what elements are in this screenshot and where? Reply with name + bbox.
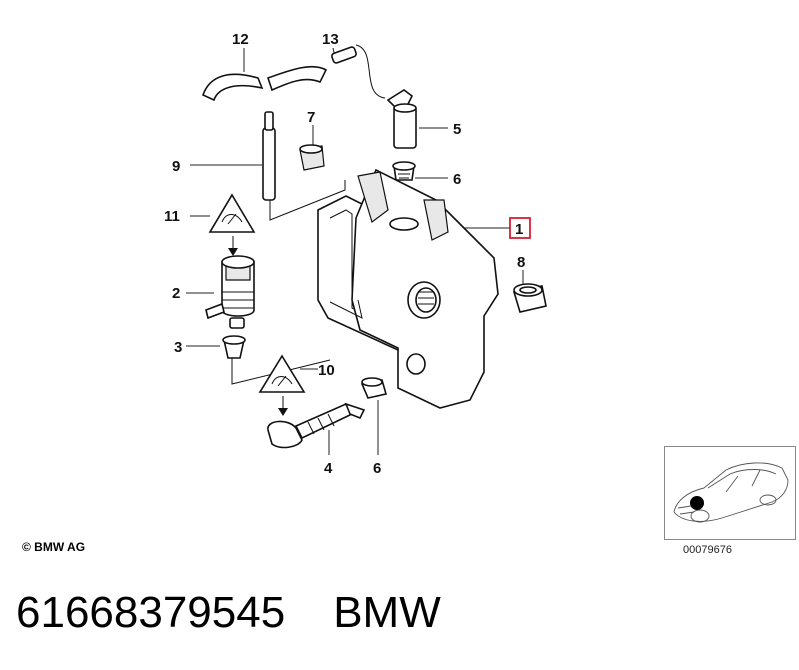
location-marker-icon	[690, 496, 704, 510]
hose-part-12	[202, 65, 328, 102]
callout-1: 1	[515, 221, 523, 238]
callout-10: 10	[318, 362, 335, 379]
level-sensor-part-5	[386, 89, 417, 149]
washer-pump-part-2	[205, 255, 255, 329]
grommet-part-7	[299, 144, 325, 171]
grommet-part-6-bottom	[360, 377, 388, 399]
footer-caption: 61668379545 BMW	[16, 588, 441, 638]
callout-6-bottom: 6	[373, 460, 381, 477]
callout-12: 12	[232, 31, 249, 48]
copyright-label: © BMW AG	[22, 540, 86, 554]
connector-part-13	[331, 46, 357, 64]
car-locator-inset	[664, 446, 796, 540]
car-outline-icon	[673, 462, 789, 523]
callout-2: 2	[172, 285, 180, 302]
callout-13: 13	[322, 31, 339, 48]
washer-pump-part-4	[267, 402, 366, 449]
callout-6-top: 6	[453, 171, 461, 188]
cap-part-8	[512, 283, 547, 313]
callout-7: 7	[307, 109, 315, 126]
image-code: 00079676	[683, 544, 732, 556]
inset-frame	[664, 446, 796, 540]
reservoir-part-1	[317, 168, 499, 409]
callout-9: 9	[172, 158, 180, 175]
leader-lines	[186, 44, 524, 455]
tube-part-9	[262, 111, 276, 201]
triangle-symbol-part-10	[258, 354, 306, 416]
callout-4: 4	[324, 460, 333, 477]
callout-3: 3	[174, 339, 182, 356]
part-number: 61668379545	[16, 588, 286, 637]
brand-name: BMW	[333, 588, 441, 637]
grommet-part-3	[222, 335, 246, 359]
triangle-symbol-part-11	[208, 193, 256, 256]
grommet-part-6-top	[392, 161, 416, 181]
callout-11: 11	[164, 208, 180, 225]
callout-8: 8	[517, 254, 525, 271]
callout-5: 5	[453, 121, 461, 138]
callout-1-highlight-box	[509, 217, 531, 239]
callout-labels: 12 13 7 9 11 2 3 10 5 6 8 4 6 1	[164, 31, 531, 477]
